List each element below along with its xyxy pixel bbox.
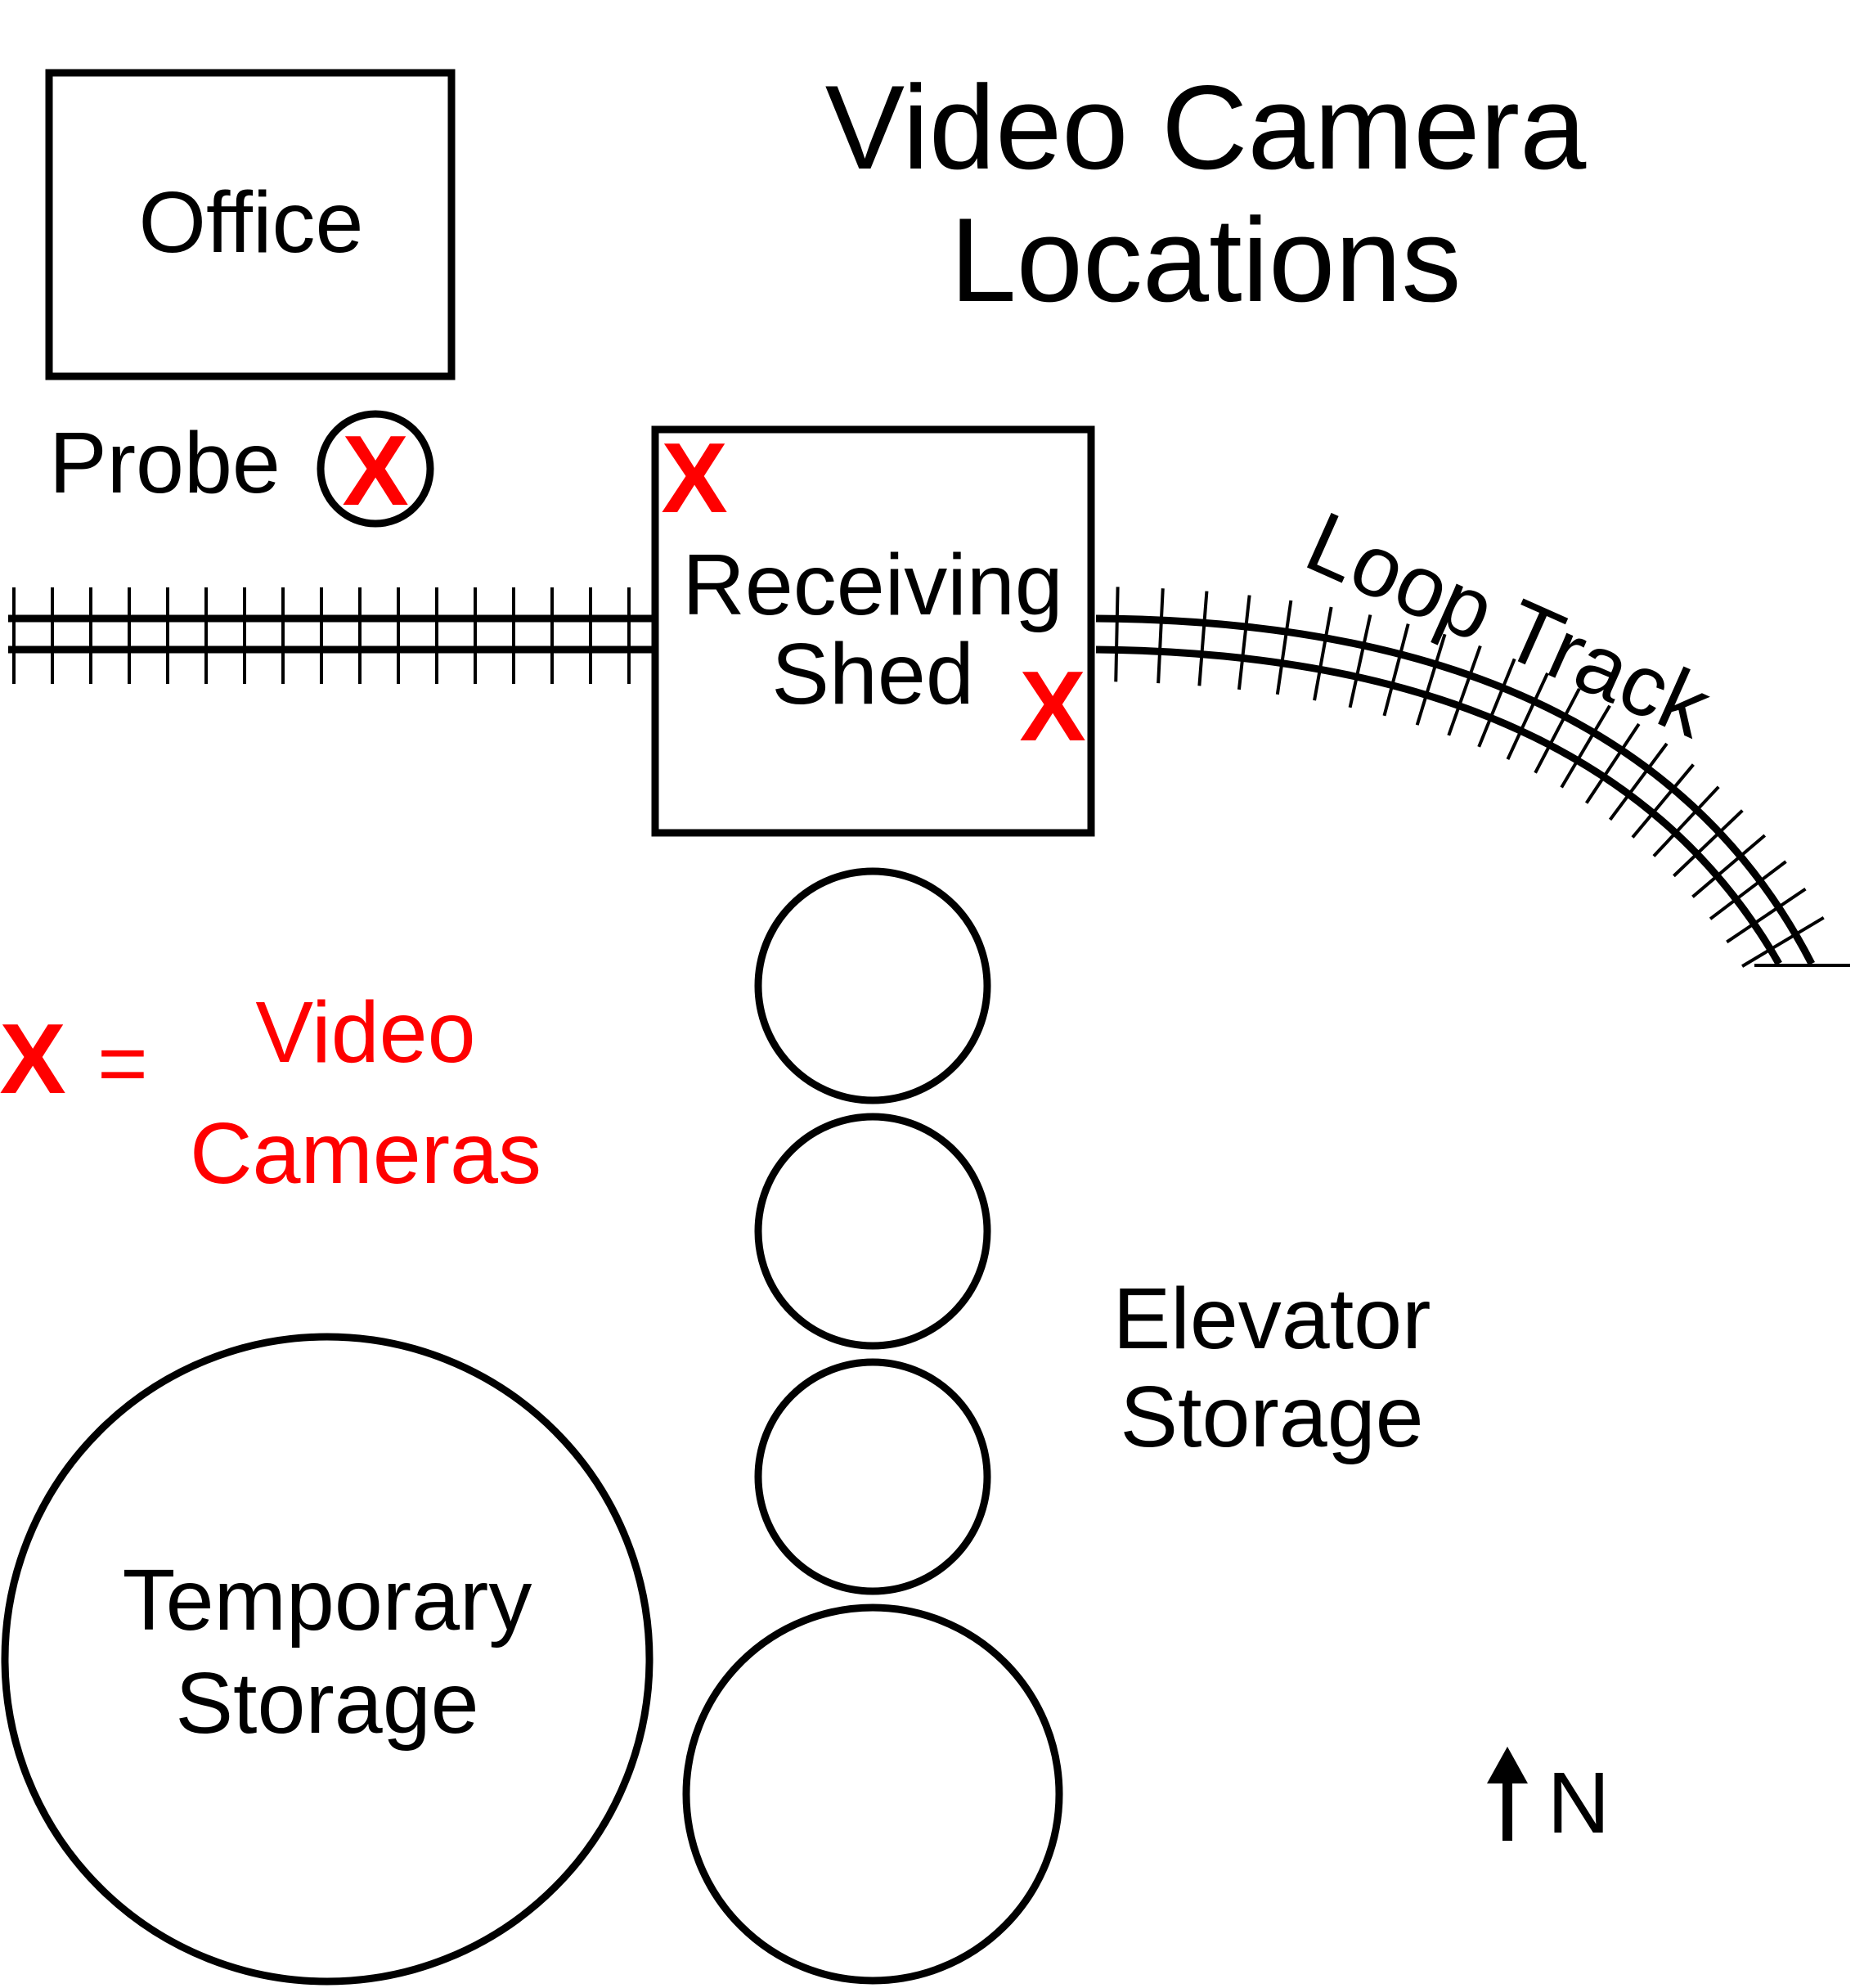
shed-east-camera-marker: X [1019,650,1085,762]
receiving-shed-label-line-1: Receiving [682,537,1062,633]
track-tie [1584,722,1641,804]
temporary-storage-bin [1,1333,654,1986]
office-label: Office [139,174,364,271]
track-tie [1726,887,1807,944]
track-tie [1477,658,1516,748]
north-arrow-icon [1487,1747,1528,1841]
track-tie [1608,742,1669,821]
track-tie [1382,623,1410,717]
receiving-shed-label-line-2: Shed [771,626,974,722]
title-line-2: Locations [950,193,1462,326]
compass-north-label: N [1547,1755,1610,1851]
probe-circle [317,410,434,528]
straight-track [8,587,652,684]
temporary-storage-label-line-1: Temporary [123,1552,532,1648]
track-tie [1415,633,1447,726]
track-tie [1197,591,1209,686]
legend-label-line-1: Video [255,984,475,1081]
elevator-storage-label-line-2: Storage [1120,1369,1423,1465]
legend-label-line-2: Cameras [190,1105,541,1202]
track-tie [1673,809,1744,878]
track-tie [1534,687,1581,774]
legend: X = Video Cameras [0,984,541,1202]
loop-track-ties [1114,587,1825,968]
compass: N [1487,1747,1610,1851]
shed-northwest-camera-marker: X [661,422,727,533]
probe-camera-marker: X [342,415,408,526]
elevator-storage-bin-4 [682,1603,1063,1985]
track-tie [1741,915,1825,968]
track-tie [1560,704,1611,789]
straight-track-ties [12,587,631,684]
track-tie [1313,606,1333,701]
track-tie [1114,587,1120,682]
loop-track-label: Loop Track [1293,493,1725,757]
track-tie [1652,785,1720,857]
legend-camera-symbol: X [0,1003,66,1114]
temporary-storage-label-line-2: Storage [175,1655,478,1752]
track-tie [1506,672,1549,760]
track-tie [1157,588,1165,684]
track-tie [1237,595,1251,690]
elevator-storage-bin-3 [754,1358,991,1595]
track-tie [1348,614,1372,708]
track-tie [1709,860,1787,920]
office-building [45,69,456,380]
legend-equals: = [97,1015,148,1112]
receiving-shed [651,425,1095,837]
probe-label: Probe [49,415,281,511]
track-tie [1691,834,1767,898]
elevator-storage-label-line-1: Elevator [1113,1271,1431,1367]
track-tie [1631,763,1695,839]
elevator-storage-bin-1 [754,867,991,1104]
track-tie [1447,645,1482,736]
elevator-storage-bin-2 [754,1113,991,1350]
loop-track [1095,587,1850,968]
track-tie [1275,600,1293,695]
title-line-1: Video Camera [825,61,1587,194]
